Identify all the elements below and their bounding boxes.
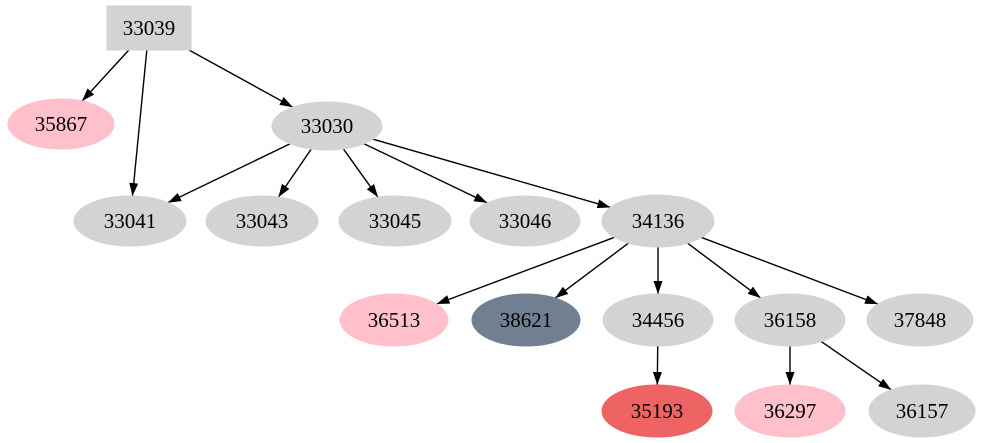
edge-34136-36158	[687, 242, 762, 299]
node-ellipse-shape	[73, 195, 187, 247]
node-36297: 36297	[734, 384, 846, 438]
node-box-shape	[106, 5, 192, 51]
node-label: 37848	[894, 308, 947, 332]
edge-33039-33041	[129, 49, 148, 197]
node-ellipse-shape	[339, 293, 449, 347]
edge-33030-33046	[363, 143, 488, 204]
edge-34136-37848	[701, 236, 879, 305]
edge-33030-33045	[342, 148, 379, 198]
edge-33039-33030	[188, 49, 294, 108]
node-ellipse-shape	[471, 293, 581, 347]
edge-33030-33041	[167, 143, 291, 204]
node-33030: 33030	[271, 101, 383, 151]
node-36158: 36158	[734, 293, 846, 347]
node-ellipse-shape	[271, 101, 383, 151]
edge-34136-36513	[436, 236, 615, 305]
node-label: 36157	[896, 399, 949, 423]
edge-34136-38621	[554, 242, 629, 299]
node-label: 38621	[500, 308, 553, 332]
node-ellipse-shape	[868, 384, 976, 438]
node-ellipse-shape	[7, 98, 115, 150]
node-label: 36158	[764, 308, 817, 332]
edge-33039-35867	[81, 49, 130, 102]
node-ellipse-shape	[601, 384, 713, 438]
node-ellipse-shape	[602, 293, 714, 347]
node-ellipse-shape	[734, 293, 846, 347]
node-36513: 36513	[339, 293, 449, 347]
node-label: 36513	[368, 308, 421, 332]
edge-33030-33043	[277, 148, 312, 198]
node-label: 34456	[632, 308, 685, 332]
node-ellipse-shape	[866, 293, 974, 347]
edge-36158-36157	[820, 340, 892, 391]
node-ellipse-shape	[205, 195, 319, 247]
node-35867: 35867	[7, 98, 115, 150]
node-34136: 34136	[601, 194, 715, 248]
node-ellipse-shape	[734, 384, 846, 438]
node-label: 33043	[236, 209, 289, 233]
node-38621: 38621	[471, 293, 581, 347]
node-label: 36297	[764, 399, 817, 423]
node-36157: 36157	[868, 384, 976, 438]
edge-33030-34136	[372, 138, 611, 209]
node-33041: 33041	[73, 195, 187, 247]
node-33046: 33046	[469, 195, 581, 247]
node-label: 33046	[499, 209, 552, 233]
node-label: 33030	[301, 114, 354, 138]
node-33043: 33043	[205, 195, 319, 247]
node-label: 34136	[632, 209, 685, 233]
node-label: 33041	[104, 209, 157, 233]
node-label: 33045	[369, 209, 422, 233]
node-33039: 33039	[106, 5, 192, 51]
node-ellipse-shape	[469, 195, 581, 247]
node-33045: 33045	[338, 195, 452, 247]
node-label: 35867	[35, 112, 88, 136]
node-34456: 34456	[602, 293, 714, 347]
node-label: 35193	[631, 399, 684, 423]
node-ellipse-shape	[601, 194, 715, 248]
node-35193: 35193	[601, 384, 713, 438]
node-ellipse-shape	[338, 195, 452, 247]
node-label: 33039	[123, 16, 176, 40]
node-37848: 37848	[866, 293, 974, 347]
